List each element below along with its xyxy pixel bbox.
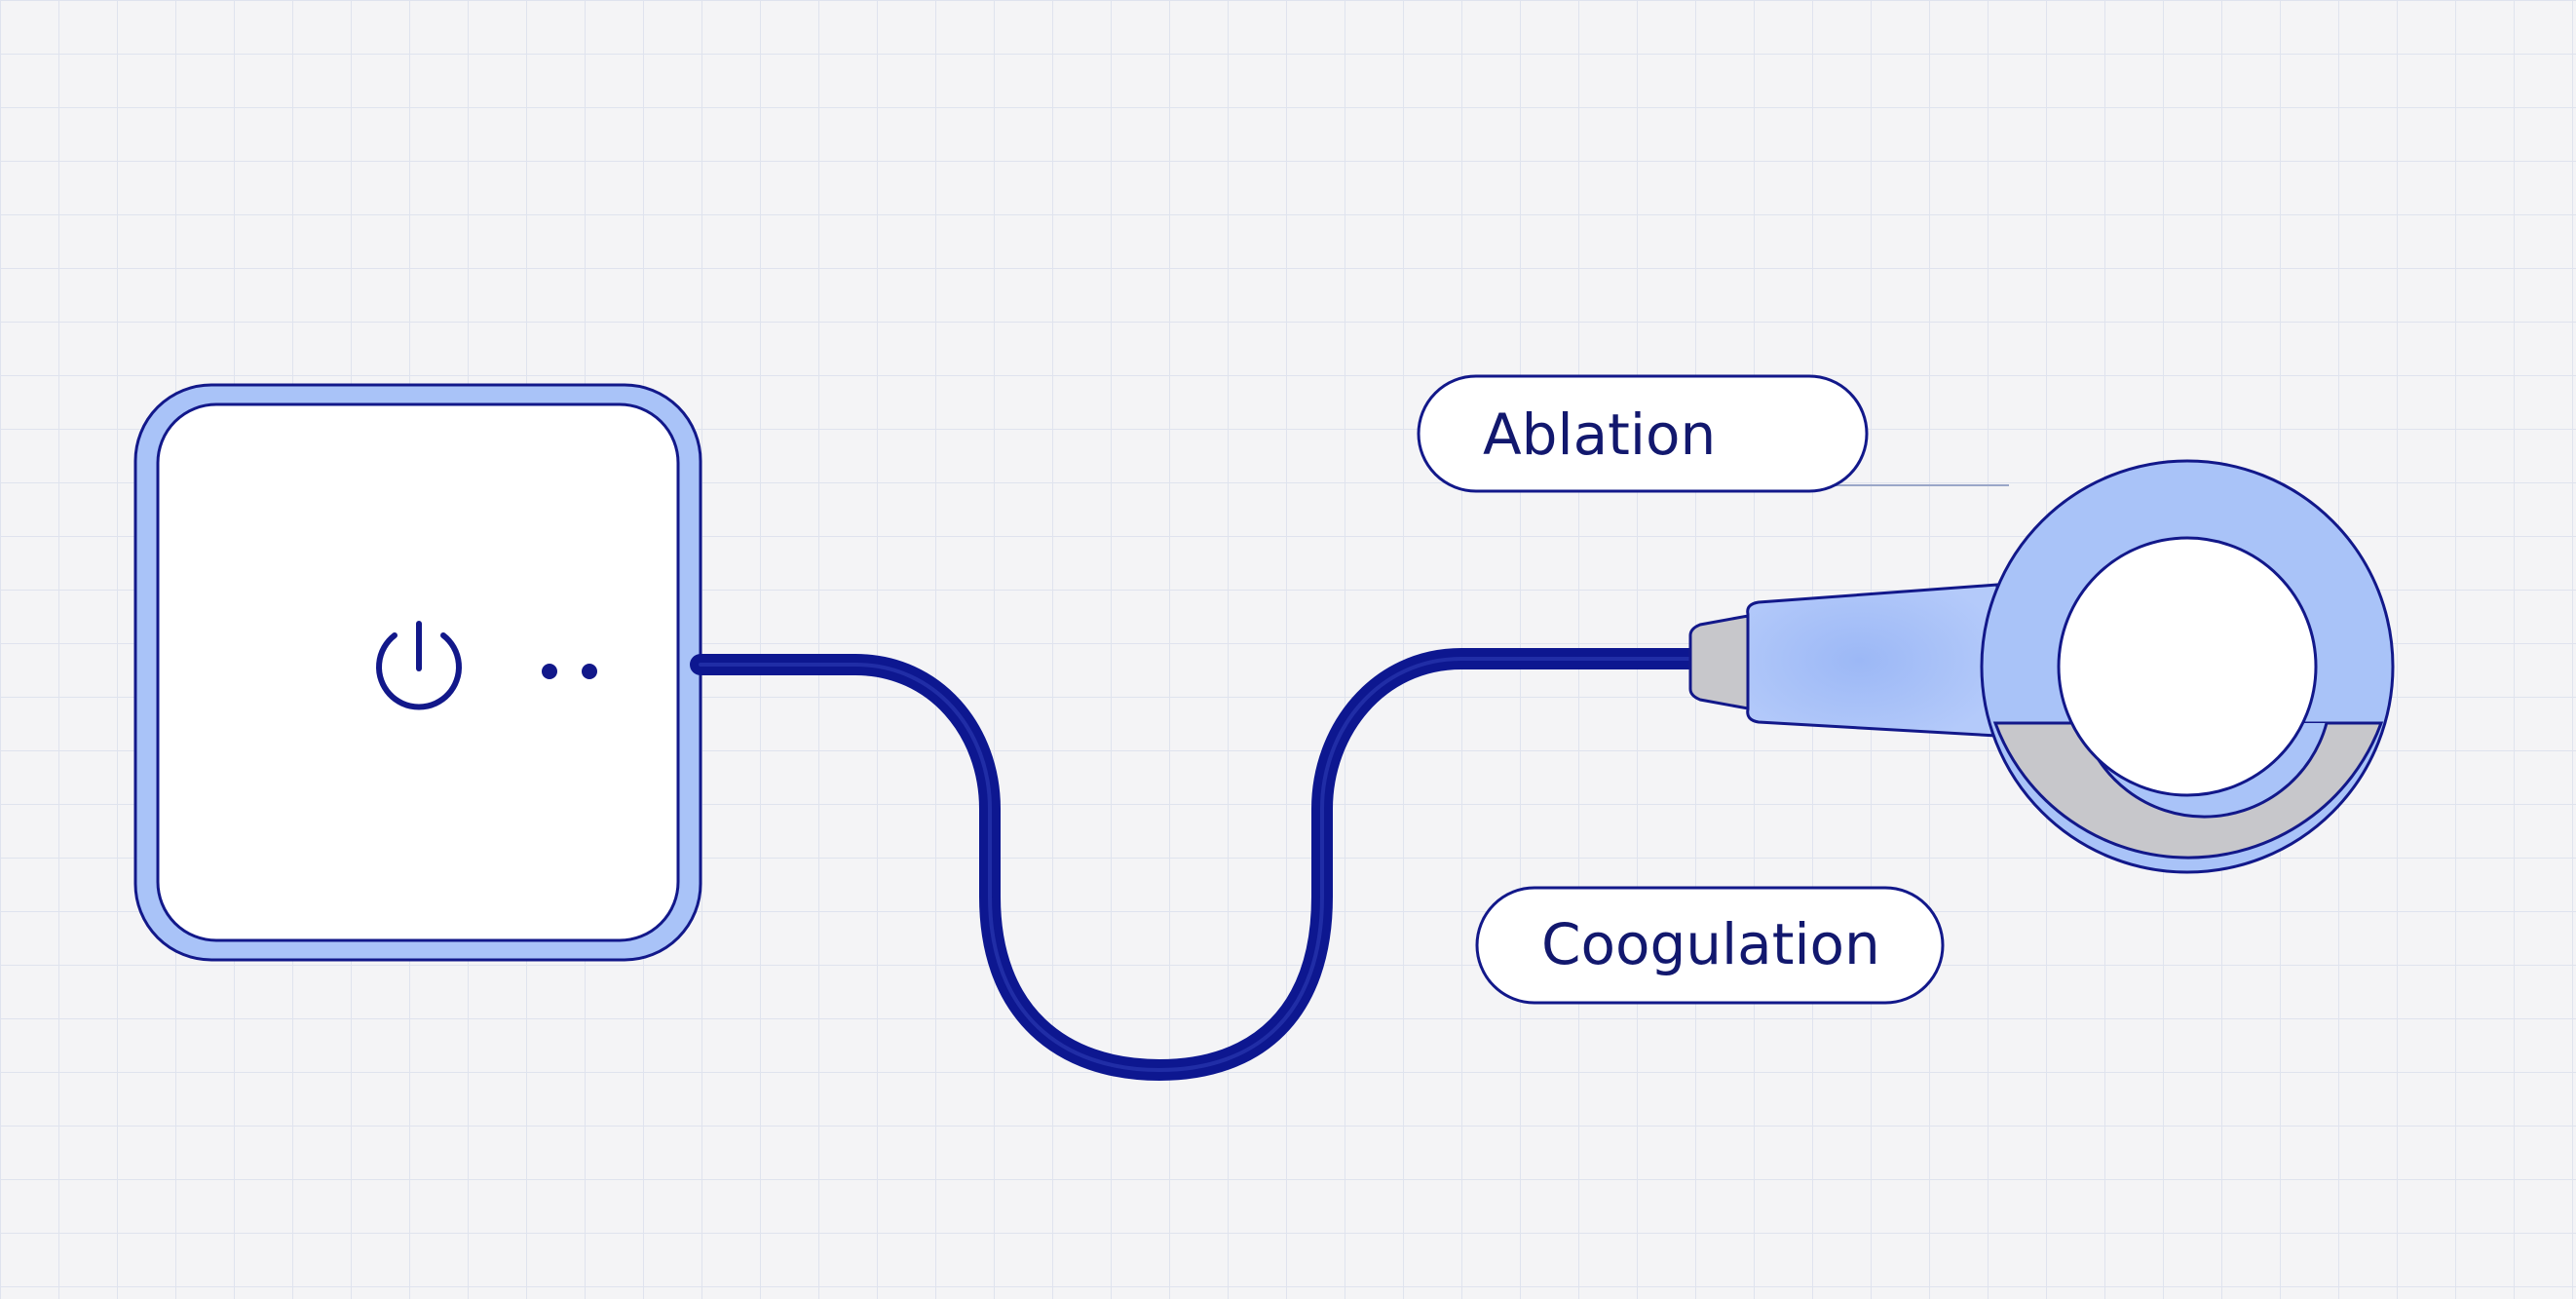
indicator-dot xyxy=(542,664,557,679)
indicator-dot xyxy=(582,664,597,679)
handpiece xyxy=(1688,459,2395,874)
coagulation-label: Coogulation xyxy=(1475,886,1945,1005)
connection-cable xyxy=(690,648,1701,1081)
power-icon[interactable] xyxy=(376,621,462,710)
coagulation-label-text: Coogulation xyxy=(1541,911,1880,977)
generator-front-panel xyxy=(156,402,680,942)
ablation-label-pill xyxy=(1417,374,1869,493)
handpiece-handle xyxy=(1746,583,1999,738)
indicator-dots-icon xyxy=(542,664,597,679)
generator-unit xyxy=(133,383,702,962)
ablation-label: Ablation xyxy=(1417,374,1869,493)
handpiece-tip xyxy=(1688,614,1750,710)
handpiece-ring-opening xyxy=(2057,536,2318,797)
ablation-label-text: Ablation xyxy=(1483,401,1716,468)
coagulation-label-pill xyxy=(1475,886,1945,1005)
